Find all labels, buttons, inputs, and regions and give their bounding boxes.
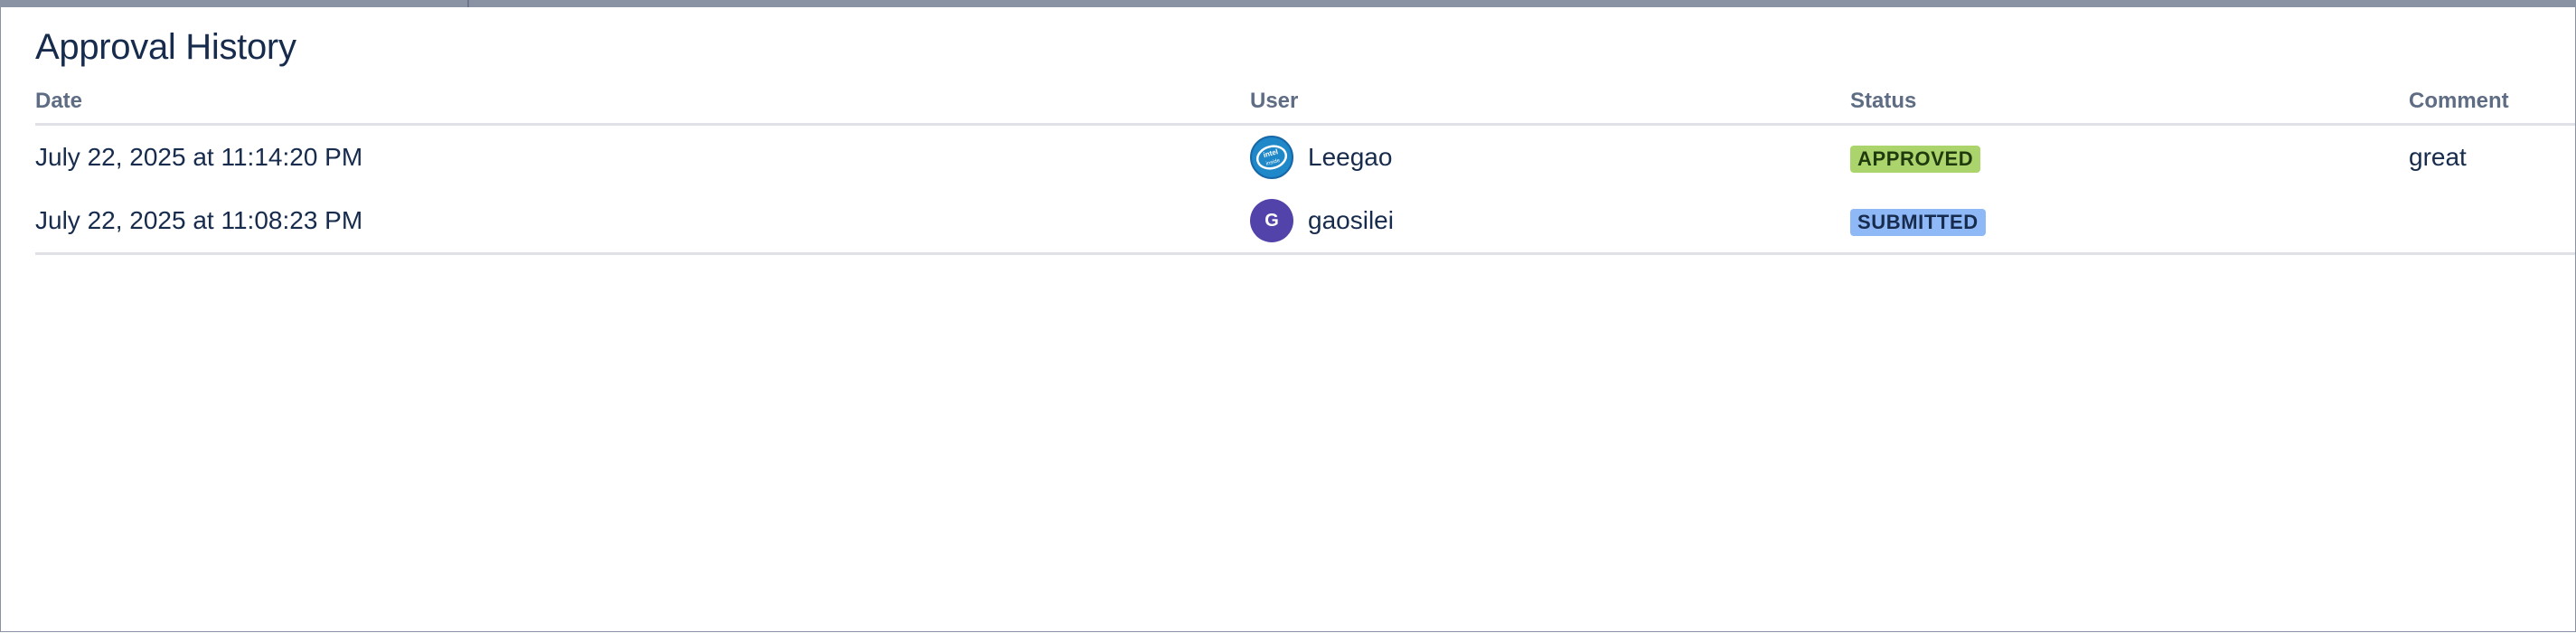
row-status: APPROVED [1850,125,2409,190]
column-header-comment[interactable]: Comment [2409,89,2575,126]
svg-text:inside: inside [1265,158,1281,167]
row-date: July 22, 2025 at 11:08:23 PM [35,189,1250,255]
row-comment: great [2409,143,2467,171]
column-header-status[interactable]: Status [1850,89,2409,126]
row-status: SUBMITTED [1850,189,2409,255]
toolbar-divider [467,0,469,7]
user-cell: G gaosilei [1250,199,1850,242]
table-row: July 22, 2025 at 11:08:23 PM G gaosilei … [35,189,2575,255]
page-title: Approval History [35,27,296,67]
top-toolbar-strip [1,0,2575,7]
approval-history-panel: Approval History Date User Status Commen… [35,24,2575,255]
row-date: July 22, 2025 at 11:14:20 PM [35,143,363,171]
status-badge: APPROVED [1850,145,1981,173]
table-header-row: Date User Status Comment [35,89,2575,126]
row-comment [2409,189,2575,255]
column-header-user[interactable]: User [1250,89,1850,126]
user-photo-icon: intel inside [1253,138,1291,176]
column-header-date[interactable]: Date [35,89,1250,126]
svg-text:intel: intel [1263,147,1279,159]
table-row: July 22, 2025 at 11:14:20 PM intel insid… [35,125,2575,190]
status-badge: SUBMITTED [1850,208,1986,236]
avatar[interactable]: G [1250,199,1293,242]
approval-history-table: Date User Status Comment July 22, 2025 a… [35,89,2575,255]
user-name[interactable]: gaosilei [1308,206,1394,234]
user-name[interactable]: Leegao [1308,143,1393,171]
row-user: intel inside Leegao [1250,125,1850,190]
avatar[interactable]: intel inside [1250,136,1293,179]
row-user: G gaosilei [1250,189,1850,255]
user-cell: intel inside Leegao [1250,136,1850,179]
